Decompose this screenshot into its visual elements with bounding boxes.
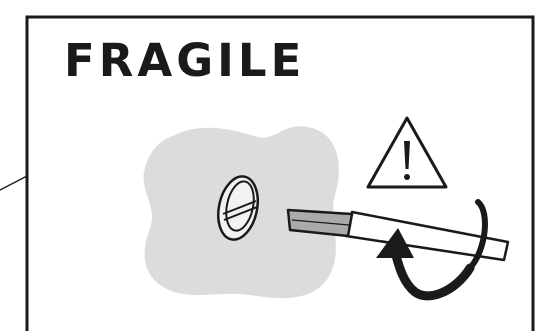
flathead-screwdriver-icon	[286, 208, 510, 262]
panel-border	[25, 15, 535, 331]
warning-triangle-icon	[366, 116, 448, 189]
slotted-screw-icon	[217, 175, 259, 241]
leader-line	[0, 175, 28, 191]
rotation-arrow-icon	[376, 199, 488, 301]
fragile-title: FRAGILE	[64, 34, 306, 87]
